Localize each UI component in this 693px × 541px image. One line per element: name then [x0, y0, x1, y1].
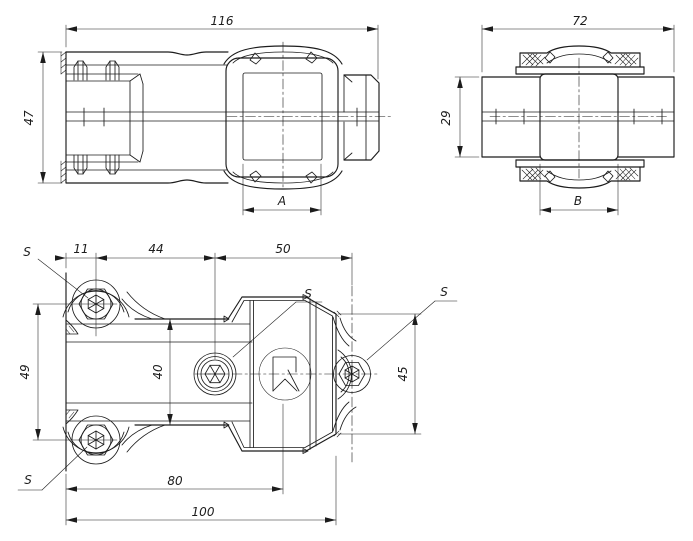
- end-view-inner-detail: [481, 51, 675, 183]
- dim-side-overall-height: 47: [22, 51, 63, 184]
- screw-label-bottom-left: S: [17, 446, 88, 491]
- screw-label-top-left-text: S: [23, 245, 31, 259]
- dim-plan-body-width-value: 40: [151, 364, 165, 380]
- dim-plan-head-height-value: 45: [396, 366, 410, 381]
- side-view-hatching: [60, 51, 67, 184]
- dim-end-arm-height-value: 29: [439, 110, 453, 125]
- dim-side-overall-width: 116: [65, 14, 379, 80]
- plan-view-body-outline: [65, 272, 337, 472]
- plan-view: 11 44 50 49 40 45 80 100: [17, 242, 458, 526]
- dim-side-bore-width-value: A: [277, 194, 286, 208]
- side-view-centerlines: [226, 41, 393, 191]
- screw-label-right: S: [366, 285, 458, 361]
- dim-end-bore-width: B: [539, 163, 619, 216]
- screw-label-middle: S: [232, 287, 323, 358]
- dim-plan-body-width: 40: [151, 318, 173, 426]
- dim-side-overall-width-value: 116: [211, 14, 234, 28]
- dim-plan-overall-length: 100: [65, 455, 337, 526]
- end-view: 72 29 B: [439, 14, 675, 216]
- dim-plan-edge-to-screw1-value: 11: [73, 242, 88, 256]
- dim-end-overall-width-value: 72: [572, 14, 587, 28]
- dim-end-overall-width: 72: [481, 14, 675, 73]
- dim-side-bore-width: A: [242, 163, 322, 216]
- end-view-centerlines: [489, 57, 669, 179]
- dim-end-bore-width-value: B: [574, 194, 582, 208]
- side-view-inner-detail: [65, 51, 380, 184]
- dim-plan-head-center: 80: [65, 403, 284, 526]
- dim-plan-screw2-to-screw3-value: 50: [275, 242, 291, 256]
- screw-label-right-text: S: [440, 285, 448, 299]
- dim-plan-head-center-value: 80: [167, 474, 183, 488]
- dim-plan-head-height: 45: [337, 313, 422, 435]
- screw-label-middle-text: S: [304, 287, 312, 301]
- screw-label-top-left: S: [23, 245, 89, 299]
- end-view-hatching: [521, 53, 639, 181]
- screw-label-bottom-left-text: S: [24, 473, 32, 487]
- dim-end-arm-height: 29: [439, 76, 480, 158]
- dim-plan-screw1-to-screw2-value: 44: [148, 242, 163, 256]
- dim-side-overall-height-value: 47: [22, 110, 36, 126]
- side-view: 116 47 A: [22, 14, 393, 216]
- dim-plan-screw-spacing: 49: [18, 303, 118, 441]
- plan-view-centerlines: [194, 285, 380, 463]
- dim-plan-top-chain: 11 44 50: [55, 242, 353, 360]
- dim-plan-overall-length-value: 100: [192, 505, 215, 519]
- screw-labels: S S S S: [17, 245, 458, 491]
- dim-plan-screw-spacing-value: 49: [18, 364, 32, 379]
